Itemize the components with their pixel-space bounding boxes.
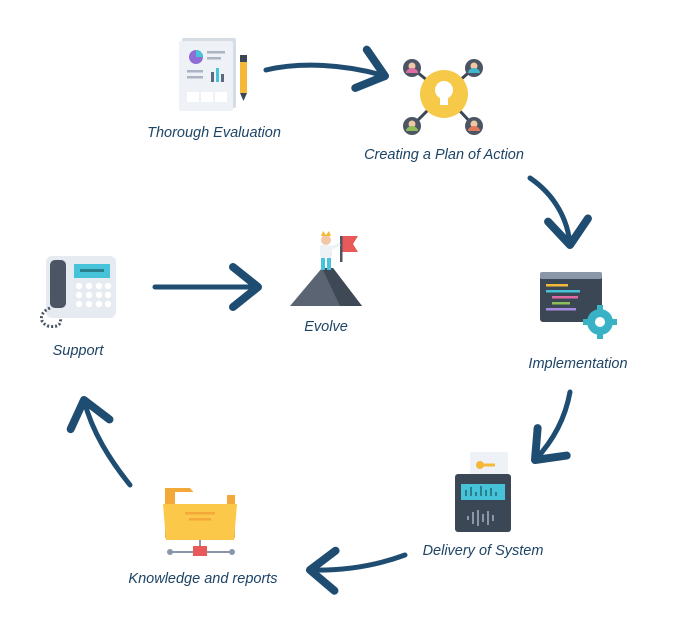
arrow-evaluation-to-plan [263,45,389,92]
server-key-icon [455,452,511,532]
document-report-icon [179,38,247,111]
desk-phone-icon [40,256,116,328]
lightbulb-network-icon [403,59,483,135]
arrow-delivery-to-knowledge [306,546,408,595]
step-label-knowledge-and-reports: Knowledge and reports [128,571,278,587]
code-window-gear-icon [540,272,617,339]
step-label-support: Support [52,343,104,359]
mountain-summit-flag-icon [290,231,362,306]
arrow-implementation-to-delivery [531,389,573,464]
step-label-evolve: Evolve [304,319,348,335]
step-label-creating-plan-of-action: Creating a Plan of Action [364,147,524,163]
arrow-plan-to-implementation [527,175,592,249]
step-label-thorough-evaluation: Thorough Evaluation [147,125,281,141]
step-label-implementation: Implementation [528,356,628,372]
arrow-knowledge-to-support [66,396,133,488]
folder-network-icon [163,488,237,556]
flow-arrows [66,45,592,595]
step-label-delivery-of-system: Delivery of System [422,543,544,559]
